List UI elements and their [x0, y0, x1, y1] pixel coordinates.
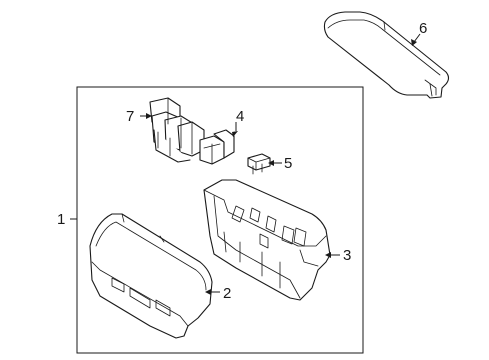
callout-4-leader: [232, 122, 238, 137]
callout-6: 6: [419, 20, 427, 37]
callout-5: 5: [284, 155, 292, 172]
assembly-frame: [76, 86, 364, 354]
part-4-relay: [199, 129, 235, 165]
callout-7: 7: [126, 108, 134, 125]
callout-6-leader: [411, 33, 421, 46]
callout-7-leader: [140, 113, 152, 119]
part-7-relay-block: [149, 97, 205, 163]
part-3-fuse-box-body: [203, 179, 331, 301]
callout-3: 3: [343, 247, 351, 264]
part-6-upper-cover: [323, 11, 450, 99]
part-2-lower-cover: [89, 213, 213, 339]
callout-4: 4: [236, 108, 244, 125]
callout-3-leader: [325, 252, 340, 258]
callout-2-leader: [205, 289, 220, 295]
callout-5-leader: [268, 160, 282, 166]
part-5-fuse: [247, 153, 271, 175]
callout-2: 2: [223, 285, 231, 302]
callout-1: 1: [57, 211, 65, 228]
